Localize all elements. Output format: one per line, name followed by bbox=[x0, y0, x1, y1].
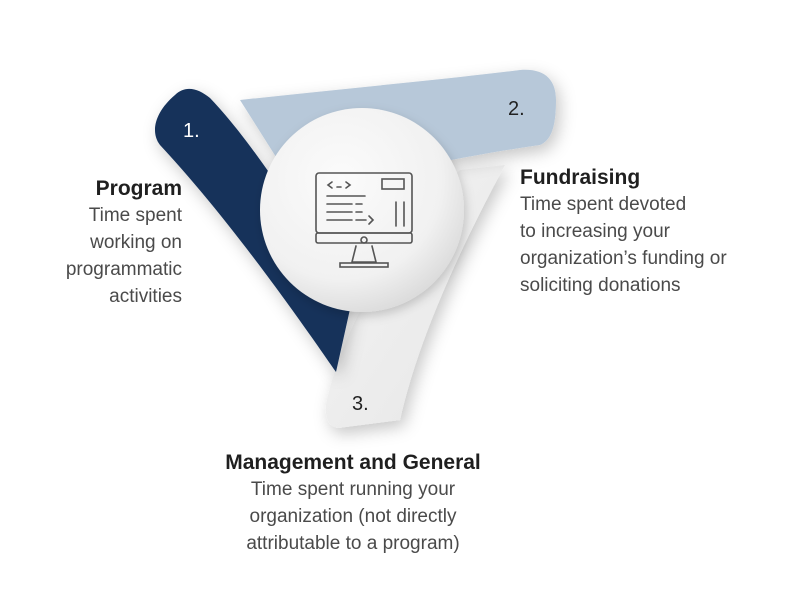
segment-1-number: 1. bbox=[183, 120, 200, 142]
segment-3-number: 3. bbox=[352, 393, 369, 415]
computer-code-monitor-icon bbox=[315, 172, 413, 268]
management-title: Management and General bbox=[225, 451, 481, 474]
center-circle bbox=[260, 108, 464, 312]
program-description-line: Time spent bbox=[88, 205, 182, 226]
management-description-line: organization (not directly bbox=[249, 506, 457, 527]
fundraising-title: Fundraising bbox=[520, 166, 641, 189]
fundraising-label-block: Fundraising Time spent devoted to increa… bbox=[520, 165, 790, 299]
program-title: Program bbox=[95, 177, 182, 200]
program-description-line: activities bbox=[109, 286, 182, 307]
fundraising-description-line: to increasing your bbox=[520, 221, 670, 242]
segment-2-number: 2. bbox=[508, 98, 525, 120]
management-label-block: Management and General Time spent runnin… bbox=[203, 450, 503, 557]
program-description-line: working on bbox=[90, 232, 182, 253]
management-description-line: attributable to a program) bbox=[246, 533, 460, 554]
program-label-block: Program Time spent working on programmat… bbox=[0, 176, 182, 310]
program-description-line: programmatic bbox=[65, 259, 182, 280]
fundraising-description-line: Time spent devoted bbox=[520, 194, 687, 215]
program-segment bbox=[155, 88, 352, 372]
fundraising-description-line: organization’s funding or bbox=[520, 248, 727, 269]
fundraising-description-line: soliciting donations bbox=[520, 275, 681, 296]
management-description-line: Time spent running your bbox=[250, 479, 456, 500]
